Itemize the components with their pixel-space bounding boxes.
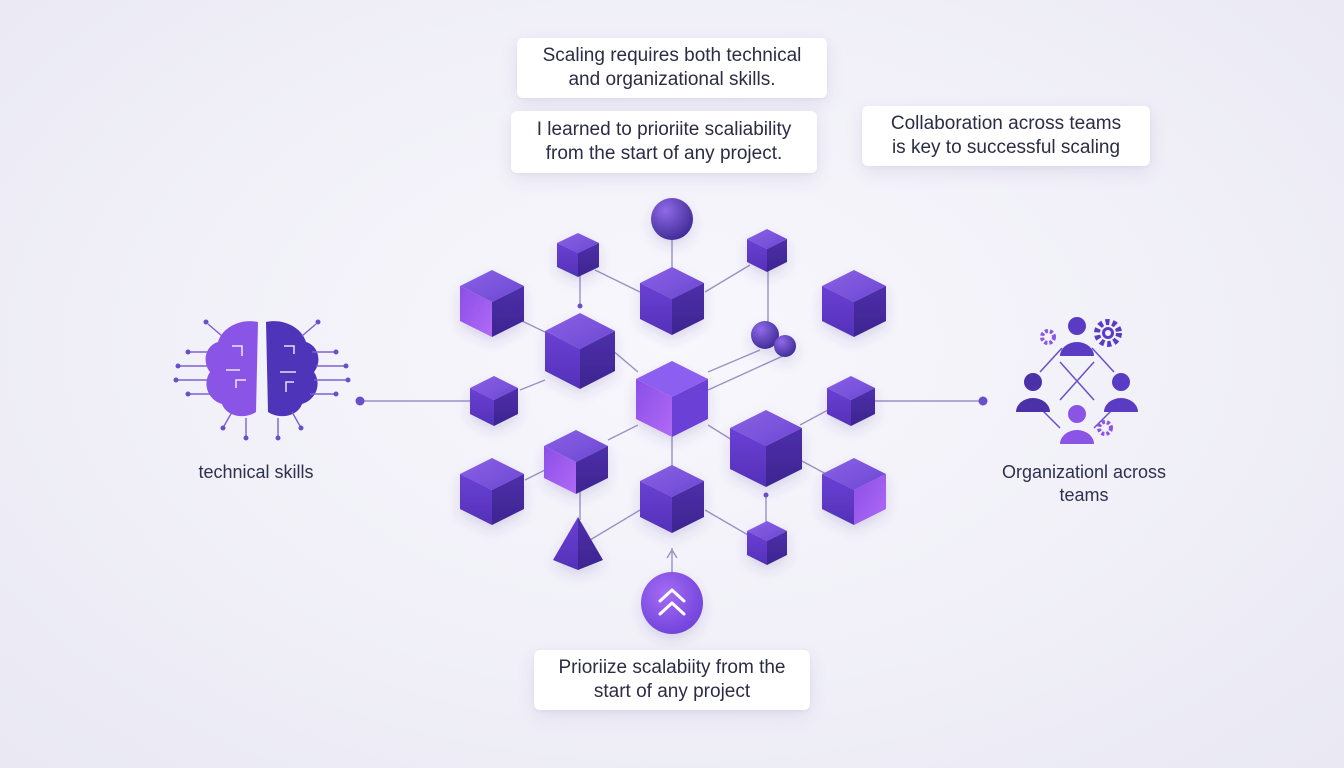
- cube: [544, 430, 608, 494]
- cube: [460, 458, 524, 525]
- label-organizational-line-1: Organizationl across: [1001, 462, 1167, 482]
- connector-lines: [360, 240, 983, 572]
- callout-top: Scaling requires both technical and orga…: [517, 38, 827, 98]
- callout-bottom-line-2: start of any project: [593, 681, 751, 702]
- label-organizational: Organizationl across teams: [984, 461, 1184, 507]
- chevrons-up-icon: [641, 572, 703, 634]
- callout-bottom-line-1: Prioriize scalabiity from the: [558, 657, 786, 678]
- person-icon: [1016, 373, 1050, 412]
- cube: [747, 521, 787, 565]
- sphere: [651, 198, 693, 240]
- cube: [460, 270, 524, 337]
- callout-bottom: Prioriize scalabiity from the start of a…: [534, 650, 810, 710]
- sphere: [774, 335, 796, 357]
- callout-middle-line-2: from the start of any project.: [545, 143, 783, 164]
- cube: [557, 233, 599, 277]
- cube-cluster: [460, 198, 886, 570]
- brain-circuit-icon: [173, 319, 351, 441]
- cube: [747, 229, 787, 272]
- cube: [822, 458, 886, 525]
- person-icon: [1104, 373, 1138, 412]
- person-icon: [1060, 317, 1094, 356]
- cube: [545, 313, 615, 389]
- arrow-up-icon: [666, 548, 678, 559]
- cube: [470, 376, 518, 426]
- label-organizational-line-2: teams: [1059, 485, 1109, 505]
- sphere: [751, 321, 779, 349]
- team-network-icon: [1016, 317, 1138, 444]
- person-icon: [1060, 405, 1094, 444]
- cube: [640, 465, 704, 533]
- gear-icon: [1040, 329, 1056, 345]
- label-technical-skills-text: technical skills: [198, 462, 314, 482]
- cube: [822, 270, 886, 337]
- label-technical-skills: technical skills: [176, 461, 336, 484]
- callout-right-line-2: is key to successful scaling: [891, 137, 1121, 158]
- cube: [640, 267, 704, 335]
- gear-icon: [1094, 319, 1122, 347]
- center-cube: [636, 361, 708, 437]
- connector-dots: [355, 303, 988, 498]
- callout-top-line-1: Scaling requires both technical: [542, 45, 802, 66]
- cube: [730, 410, 802, 487]
- callout-middle: I learned to prioriite scaliability from…: [511, 111, 817, 173]
- pyramid: [553, 517, 603, 570]
- callout-top-line-2: and organizational skills.: [568, 69, 776, 90]
- callout-middle-line-1: I learned to prioriite scaliability: [536, 119, 792, 140]
- callout-right-line-1: Collaboration across teams: [890, 113, 1122, 134]
- cube: [827, 376, 875, 426]
- gear-icon: [1097, 420, 1113, 436]
- callout-right: Collaboration across teams is key to suc…: [862, 106, 1150, 166]
